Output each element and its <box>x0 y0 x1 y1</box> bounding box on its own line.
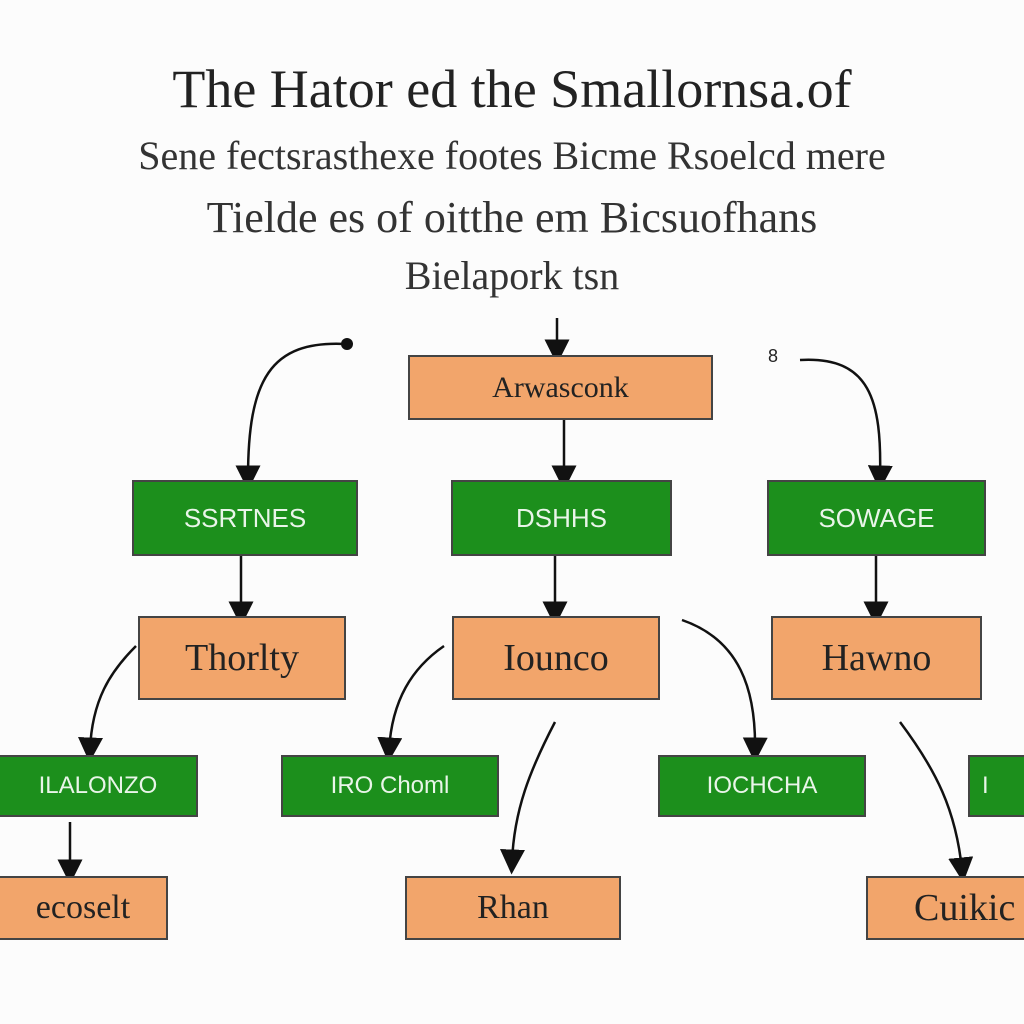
diagram-title: The Hator ed the Smallornsa.of <box>172 59 852 119</box>
connector-o2-to-g5 <box>377 644 445 763</box>
node-o1: Thorlty <box>138 616 346 700</box>
connector-loop-left <box>235 342 347 491</box>
node-root: Arwasconk <box>408 355 713 420</box>
connector-o3-to-o6 <box>898 721 974 883</box>
connector-o2-to-g6 <box>681 618 768 763</box>
node-g5: IRO Choml <box>281 755 499 817</box>
diagram-subtitle-line-2: Tielde es of oitthe em Bicsuofhans <box>206 193 818 242</box>
node-o6: Cuikic <box>866 876 1024 940</box>
connector-o1-to-g4 <box>78 645 137 763</box>
node-g4: ILALONZO <box>0 755 198 817</box>
node-g2: DSHHS <box>451 480 672 556</box>
side-mark: 8 <box>768 346 779 366</box>
diagram-subtitle-line-1: Sene fectsrasthexe footes Bicme Rsoelcd … <box>138 133 886 178</box>
node-o2: Iounco <box>452 616 660 700</box>
diagram-subtitle-line-3: Bielapork tsn <box>404 253 620 298</box>
connector-dot-left <box>341 338 353 350</box>
node-o3: Hawno <box>771 616 982 700</box>
connector-loop-right <box>799 358 893 491</box>
node-o5: Rhan <box>405 876 621 940</box>
node-g6: IOCHCHA <box>658 755 866 817</box>
node-g7: I <box>968 755 1024 817</box>
connector-o2-to-o5 <box>499 721 557 875</box>
node-g1: SSRTNES <box>132 480 358 556</box>
node-o4: ecoselt <box>0 876 168 940</box>
node-g3: SOWAGE <box>767 480 986 556</box>
